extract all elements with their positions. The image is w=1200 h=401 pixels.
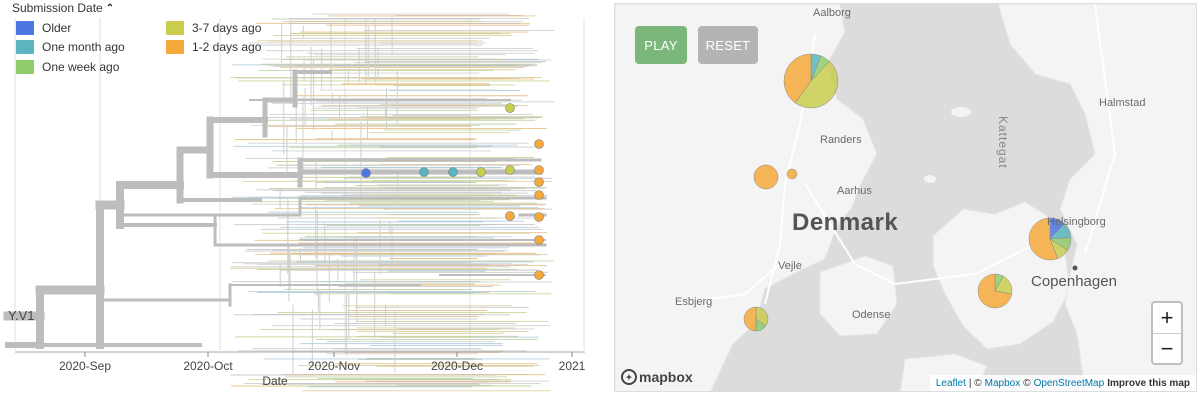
place-denmark: Denmark (792, 209, 899, 236)
mapbox-logo-text: mapbox (639, 369, 693, 385)
tip-node[interactable] (476, 167, 486, 177)
pie-slice (786, 168, 798, 180)
map-canvas[interactable] (615, 4, 1197, 392)
legend-label: Older (42, 21, 72, 35)
legend-item-one-month[interactable]: One month ago (16, 40, 125, 54)
pie-slice (1028, 217, 1059, 261)
chevron-up-icon: ⌃ (105, 2, 115, 14)
osm-link[interactable]: OpenStreetMap (1033, 377, 1105, 389)
x-tick-label: 2020-Sep (59, 359, 111, 373)
legend-item-one-week[interactable]: One week ago (16, 60, 119, 74)
place-halmstad: Halmstad (1099, 97, 1146, 109)
tip-node[interactable] (534, 190, 544, 200)
place-copenhagen: Copenhagen (1031, 273, 1117, 290)
tip-node[interactable] (534, 177, 544, 187)
tip-node[interactable] (534, 139, 544, 149)
legend-swatch (16, 21, 34, 35)
zoom-out-button[interactable]: − (1153, 333, 1181, 363)
legend-swatch (166, 40, 184, 54)
x-tick-label: 2021 (559, 359, 586, 373)
tip-node[interactable] (505, 211, 515, 221)
place-randers: Randers (820, 134, 862, 146)
pie-slice (783, 53, 812, 104)
pie-aalborg[interactable] (783, 53, 839, 109)
place-aarhus: Aarhus (837, 185, 872, 197)
improve-map-link[interactable]: Improve this map (1107, 377, 1190, 389)
x-tick-label: 2020-Oct (183, 359, 233, 373)
x-tick-label: 2020-Dec (431, 359, 483, 373)
map-panel[interactable]: Aalborg Randers Aarhus Denmark Vejle Ode… (614, 3, 1197, 392)
phylogenetic-tree[interactable]: 2020-Sep 2020-Oct 2020-Nov 2020-Dec 2021Date… (0, 0, 600, 401)
tip-node[interactable] (505, 165, 515, 175)
legend-item-1-2-days[interactable]: 1-2 days ago (166, 40, 261, 54)
map-attribution: Leaflet | © Mapbox © OpenStreetMap Impro… (929, 375, 1196, 391)
legend-label: One week ago (42, 60, 120, 74)
pie-slice (755, 306, 769, 327)
place-helsingborg: Helsingborg (1047, 216, 1106, 228)
legend-item-older[interactable]: Older (16, 21, 71, 35)
land-islet (924, 175, 936, 183)
mapbox-logo[interactable]: ✦ mapbox (621, 369, 693, 385)
x-axis-title: Date (262, 374, 288, 388)
legend-swatch (16, 60, 34, 74)
zoom-in-button[interactable]: + (1160, 305, 1174, 330)
pie-slice (977, 273, 1012, 309)
pie-small[interactable] (786, 168, 798, 180)
place-odense: Odense (852, 309, 891, 321)
land-sweden (997, 4, 1196, 391)
pie-viborg[interactable] (753, 164, 779, 190)
land-anholt (951, 107, 971, 117)
root-label: Y.V1 (8, 308, 35, 323)
leaflet-link[interactable]: Leaflet (935, 377, 966, 389)
tip-node[interactable] (534, 270, 544, 280)
legend-swatch (16, 40, 34, 54)
place-esbjerg: Esbjerg (675, 296, 713, 308)
pie-helsingor[interactable] (1028, 217, 1072, 261)
legend-label: 3-7 days ago (192, 21, 262, 35)
reset-button[interactable]: RESET (698, 26, 758, 64)
place-aalborg: Aalborg (813, 7, 851, 19)
tip-node[interactable] (534, 212, 544, 222)
tip-node[interactable] (361, 168, 371, 178)
legend-label: One month ago (42, 40, 125, 54)
place-vejle: Vejle (778, 260, 802, 272)
pie-roskilde[interactable] (977, 273, 1013, 309)
legend-label: 1-2 days ago (192, 40, 262, 54)
pie-kolding[interactable] (743, 306, 769, 332)
pie-slice (794, 60, 839, 109)
tip-node[interactable] (534, 165, 544, 175)
legend-swatch (166, 21, 184, 35)
play-button[interactable]: PLAY (635, 26, 687, 64)
place-kattegat: Kattegat (996, 116, 1010, 169)
tip-node[interactable] (505, 103, 515, 113)
tip-node[interactable] (419, 167, 429, 177)
tip-node[interactable] (534, 235, 544, 245)
legend-title: Submission Date (12, 1, 103, 15)
roads (674, 4, 1117, 305)
legend-toggle[interactable]: Submission Date ⌃ (12, 1, 114, 15)
mapbox-logo-icon: ✦ (621, 369, 637, 385)
tip-node[interactable] (448, 167, 458, 177)
legend-item-3-7-days[interactable]: 3-7 days ago (166, 21, 261, 35)
copenhagen-dot (1072, 265, 1078, 271)
attribution-sep: © (1023, 377, 1031, 389)
pie-slice (753, 164, 779, 190)
pie-slice (743, 306, 757, 332)
zoom-control: + − (1151, 301, 1183, 365)
mapbox-link[interactable]: Mapbox (984, 377, 1021, 389)
x-tick-label: 2020-Nov (308, 359, 360, 373)
attribution-sep: | © (968, 377, 982, 389)
